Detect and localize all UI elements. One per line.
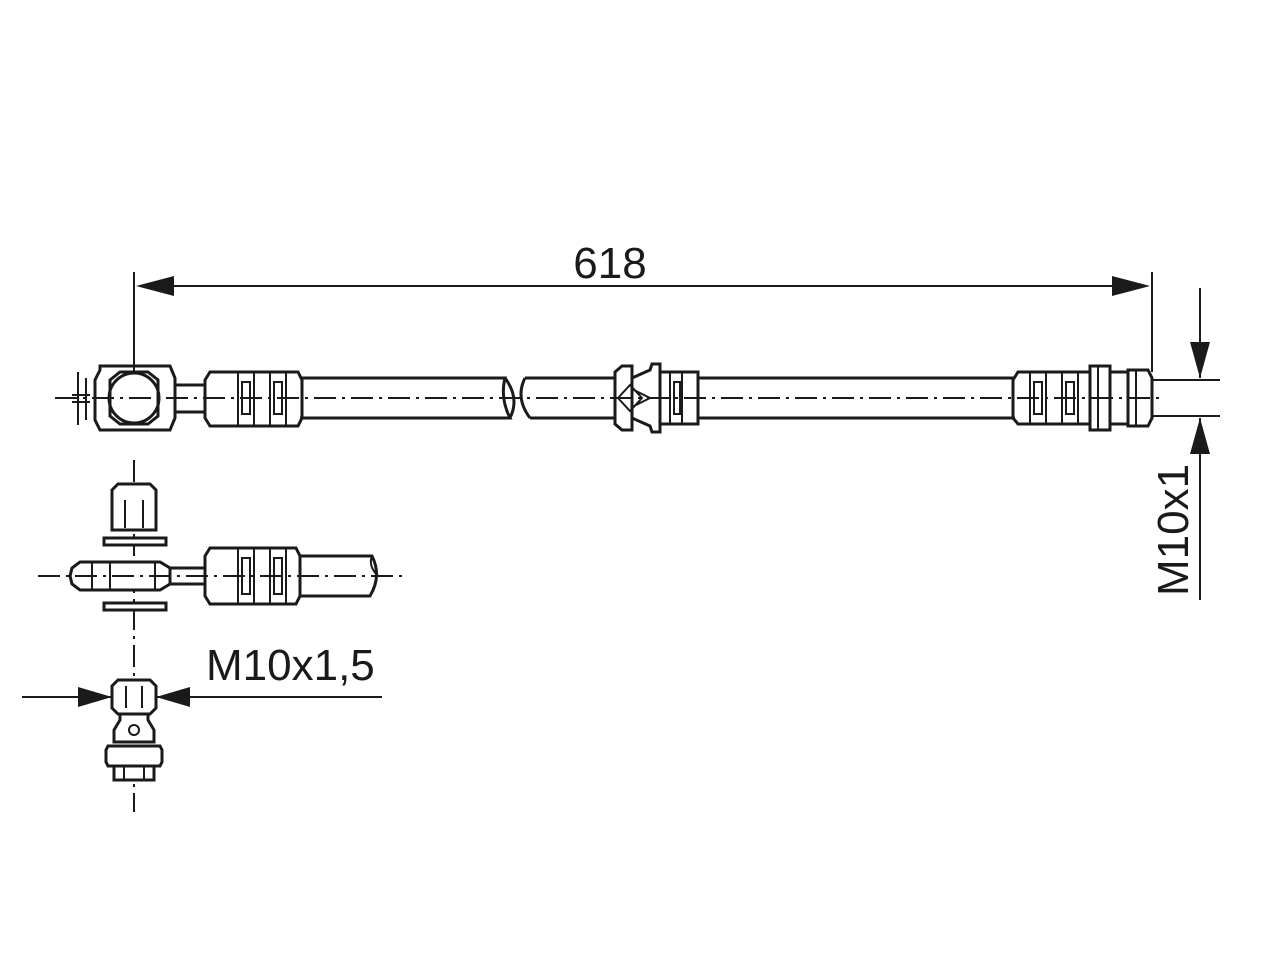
- banjo-bolt: [104, 678, 164, 782]
- dim-arrow-left: [136, 276, 174, 296]
- right-thread-dimension: M10x1: [1149, 288, 1210, 600]
- banjo-thread-dimension: M10x1,5: [22, 641, 382, 707]
- hose-body-right: [698, 376, 1015, 420]
- length-label: 618: [573, 239, 646, 288]
- length-dimension: 618: [133, 239, 1153, 372]
- banjo-arrow-right: [156, 687, 190, 707]
- washer-top: [102, 536, 168, 547]
- thread-arrow-top: [1190, 342, 1210, 378]
- banjo-arrow-left: [78, 687, 112, 707]
- banjo-exploded-view: M10x1,5: [22, 460, 405, 812]
- thread-arrow-bottom: [1190, 418, 1210, 454]
- hose-body-middle: [525, 376, 615, 420]
- dim-arrow-right: [1112, 276, 1150, 296]
- washer-bottom: [102, 601, 168, 612]
- thread-banjo-label: M10x1,5: [206, 641, 375, 690]
- banjo-cap: [110, 482, 158, 532]
- right-end-fitting: [1011, 364, 1220, 432]
- main-hose-assembly: [55, 362, 1220, 434]
- thread-right-label: M10x1: [1149, 464, 1198, 596]
